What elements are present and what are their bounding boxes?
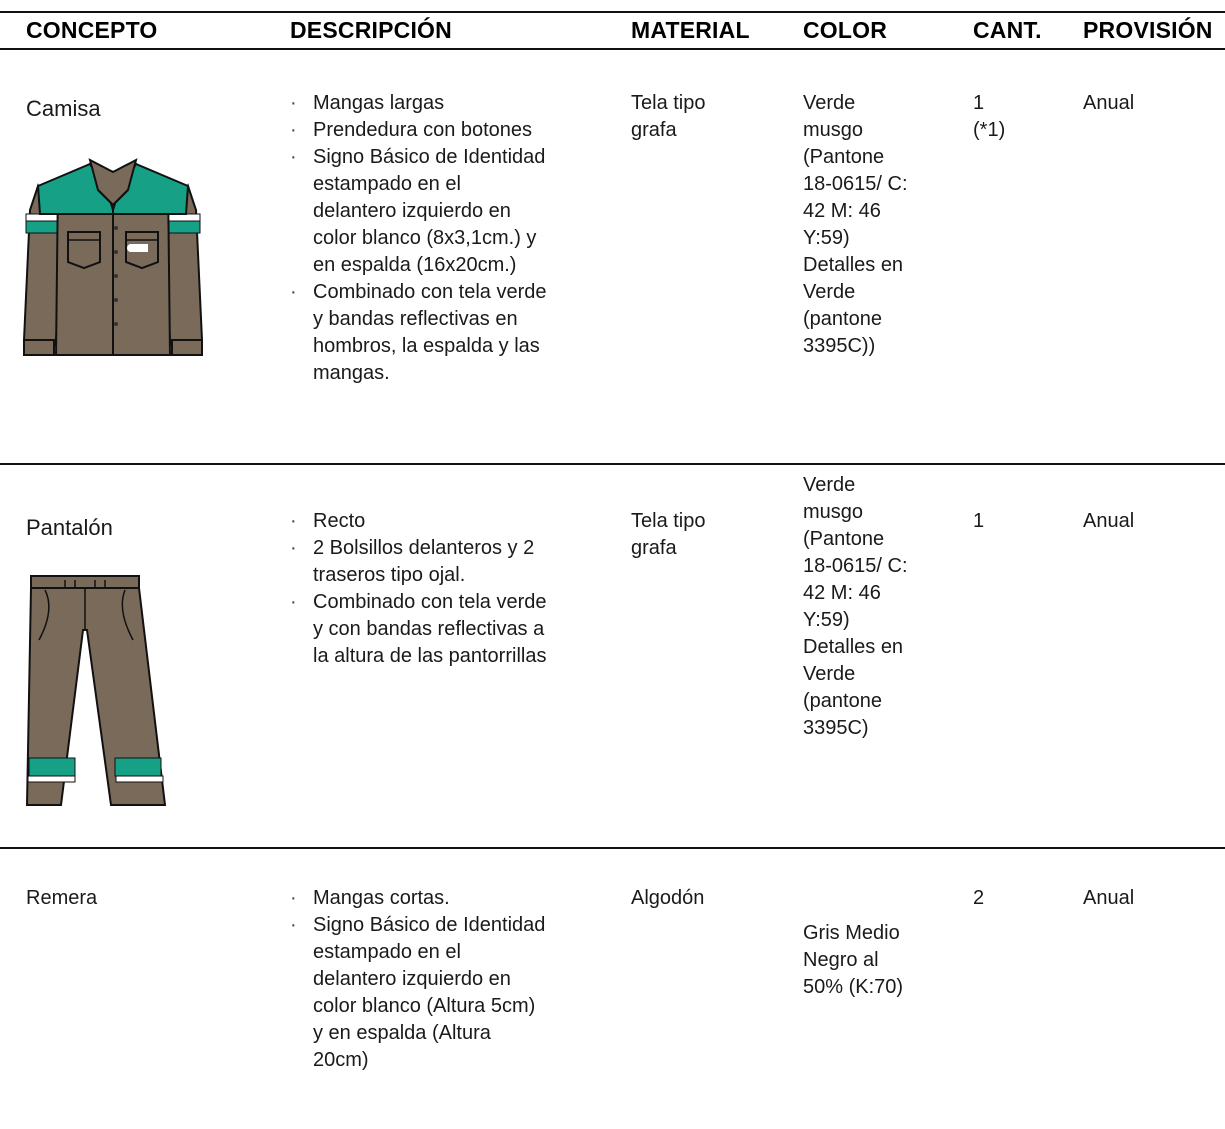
- header-bottom-rule: [0, 48, 1225, 50]
- list-item: ·Signo Básico de Identidad estampado en …: [290, 146, 546, 276]
- row-remera-cant: 2: [973, 887, 985, 909]
- row-camisa-color: Verde musgo (Pantone 18-0615/ C: 42 M: 4…: [803, 92, 908, 357]
- pants-icon: [25, 570, 170, 810]
- list-item: ·Mangas cortas.: [290, 887, 450, 909]
- list-item: ·2 Bolsillos delanteros y 2 traseros tip…: [290, 537, 535, 586]
- row-remera-provision: Anual: [1083, 887, 1135, 909]
- row-remera-material: Algodón: [631, 887, 705, 909]
- row-camisa-cant: 1 (*1): [973, 92, 1006, 141]
- row-divider: [0, 463, 1225, 465]
- header-color: COLOR: [803, 17, 888, 43]
- list-item: ·Signo Básico de Identidad estampado en …: [290, 914, 546, 1071]
- header-material: MATERIAL: [631, 17, 750, 43]
- row-pantalon-cant: 1: [973, 510, 985, 532]
- header-descripcion: DESCRIPCIÓN: [290, 17, 452, 43]
- header-provision: PROVISIÓN: [1083, 17, 1213, 43]
- row-pantalon-provision: Anual: [1083, 510, 1135, 532]
- list-item: ·Recto: [290, 510, 366, 532]
- list-item: ·Combinado con tela verde y bandas refle…: [290, 281, 547, 384]
- row-camisa-concepto: Camisa: [26, 96, 101, 121]
- row-camisa-provision: Anual: [1083, 92, 1135, 114]
- row-remera-descripcion: ·Mangas cortas. ·Signo Básico de Identid…: [290, 885, 545, 1074]
- row-divider: [0, 847, 1225, 849]
- row-remera-color: Gris Medio Negro al 50% (K:70): [803, 922, 904, 998]
- row-pantalon-descripcion: ·Recto ·2 Bolsillos delanteros y 2 trase…: [290, 508, 546, 670]
- header-cant: CANT.: [973, 17, 1042, 43]
- row-camisa-material: Tela tipo grafa: [631, 92, 706, 141]
- row-pantalon-concepto: Pantalón: [26, 515, 113, 540]
- row-remera-concepto: Remera: [26, 887, 98, 909]
- row-pantalon-material: Tela tipo grafa: [631, 510, 706, 559]
- header-top-rule: [0, 11, 1225, 13]
- shirt-icon: [18, 150, 208, 385]
- list-item: ·Mangas largas: [290, 92, 445, 114]
- list-item: ·Prendedura con botones: [290, 119, 533, 141]
- header-concepto: CONCEPTO: [26, 17, 158, 43]
- row-pantalon-color: Verde musgo (Pantone 18-0615/ C: 42 M: 4…: [803, 474, 908, 739]
- list-item: ·Combinado con tela verde y con bandas r…: [290, 591, 547, 667]
- row-camisa-descripcion: ·Mangas largas ·Prendedura con botones ·…: [290, 90, 546, 387]
